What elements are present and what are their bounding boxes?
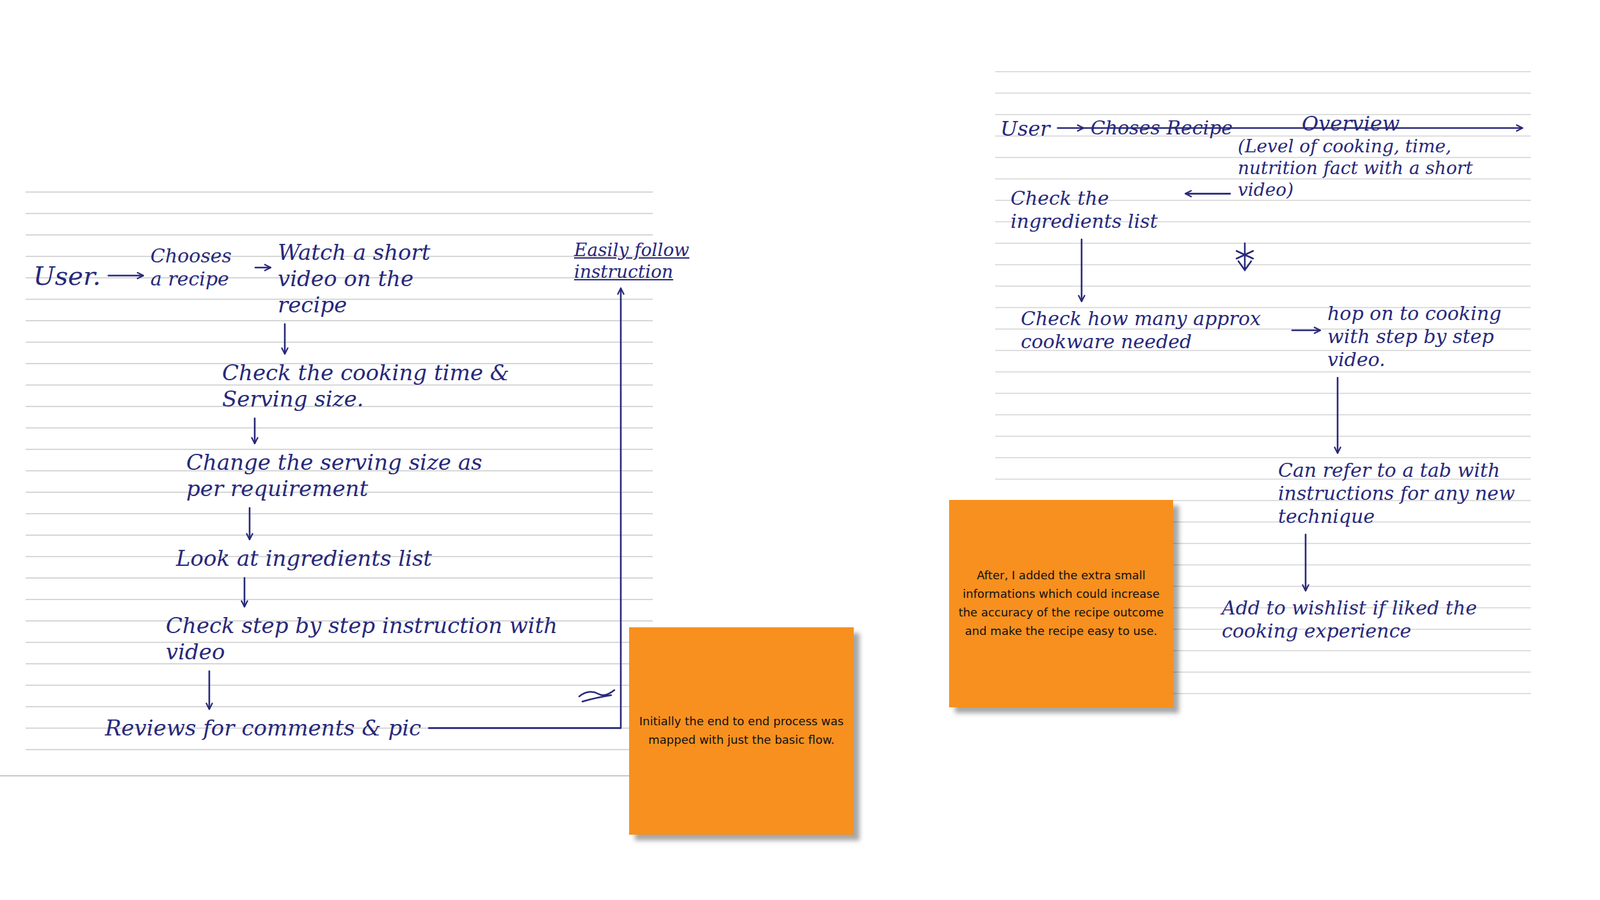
step-text: Overview [1237, 111, 1515, 136]
flow-arrow [243, 577, 246, 607]
note-text: Initially the end to end process was map… [638, 712, 845, 750]
ruled-line [995, 71, 1531, 73]
ruled-line [25, 705, 653, 708]
step-text: Check the ingredients list [1010, 186, 1179, 233]
flow-arrow [1080, 239, 1083, 301]
handwritten-step: Chooses a recipe [147, 243, 251, 292]
handwritten-step: Check the cooking time & Serving size. [219, 358, 514, 414]
ruled-line [995, 242, 1531, 244]
handwritten-step: Watch a short video on the recipe [275, 238, 468, 319]
page-edge [0, 775, 640, 777]
handwritten-step: User [997, 115, 1053, 143]
ruled-line [25, 663, 653, 665]
step-text: Reviews for comments & pic [104, 714, 422, 742]
step-text: Check the cooking time & Serving size. [222, 359, 512, 413]
step-text: Change the serving size as per requireme… [186, 449, 502, 502]
handwritten-step: Check how many approx cookware needed [1018, 305, 1288, 355]
step-text: Check step by step instruction with vide… [165, 612, 571, 665]
ruled-line [995, 285, 1531, 287]
ruled-line [25, 191, 653, 193]
handwritten-step: Check step by step instruction with vide… [163, 611, 573, 667]
ruled-line [995, 92, 1531, 95]
flow-arrow [1057, 127, 1083, 130]
flow-arrow [1304, 534, 1307, 591]
ruled-line [25, 577, 653, 579]
handwritten-step: Add to wishlist if liked the cooking exp… [1219, 595, 1527, 644]
ruled-line [25, 534, 653, 536]
step-text: Choses Recipe [1090, 116, 1233, 140]
ruled-line [25, 320, 653, 322]
step-text: Check how many approx cookware needed [1020, 307, 1285, 354]
note-body: After, I added the extra small informati… [958, 566, 1165, 640]
flow-arrow [108, 274, 143, 277]
flow-arrow [248, 508, 251, 539]
step-text: Add to wishlist if liked the cooking exp… [1221, 596, 1524, 643]
flow-arrow [255, 266, 271, 269]
flow-arrow [208, 671, 211, 709]
step-text: Watch a short video on the recipe [277, 239, 465, 318]
flow-arrow [1185, 192, 1231, 195]
ruled-line [25, 234, 653, 236]
ruled-line [995, 264, 1531, 266]
handwritten-step: Easily follow instruction [571, 238, 694, 284]
note-text: After, I added the extra small informati… [958, 566, 1165, 640]
step-text: User. [33, 260, 101, 292]
handwritten-step: hop on to cooking with step by step vide… [1324, 300, 1530, 373]
step-text: Can refer to a tab with instructions for… [1278, 458, 1523, 528]
ruled-line [25, 641, 653, 644]
step-text: Chooses a recipe [150, 244, 248, 291]
flow-arrow [254, 418, 256, 443]
ruled-line [995, 456, 1531, 459]
handwritten-step: Choses Recipe [1088, 115, 1236, 141]
handwritten-step: Reviews for comments & pic [102, 713, 424, 743]
handwritten-step: Can refer to a tab with instructions for… [1275, 457, 1526, 530]
ruled-line [25, 213, 653, 215]
step-text: User [1000, 116, 1051, 141]
step-text: Easily follow instruction [574, 239, 691, 283]
step-text: Look at ingredients list [176, 545, 432, 572]
flow-arrow [1336, 377, 1339, 453]
ruled-line [25, 599, 653, 601]
handwritten-step: Change the serving size as per requireme… [183, 448, 504, 504]
ruled-line [25, 684, 653, 687]
step-text: (Level of cooking, time, nutrition fact … [1237, 135, 1515, 201]
ruled-line [25, 427, 653, 429]
sticky-note: Initially the end to end process was map… [629, 627, 854, 835]
ruled-line [995, 435, 1531, 438]
ruled-line [995, 414, 1531, 416]
ruled-line [25, 513, 653, 515]
flow-arrow [284, 323, 287, 354]
step-text: hop on to cooking with step by step vide… [1327, 302, 1528, 372]
ruled-line [995, 392, 1531, 395]
flow-arrow [1292, 329, 1320, 332]
ruled-line [25, 748, 653, 751]
handwritten-step: User. [30, 259, 104, 293]
ruled-line [995, 371, 1531, 373]
sticky-note: After, I added the extra small informati… [949, 499, 1174, 708]
note-body: Initially the end to end process was map… [638, 712, 845, 750]
ruled-line [995, 113, 1531, 116]
flow-arrow [428, 288, 621, 728]
handwritten-step: Check the ingredients list [1008, 185, 1181, 235]
handwritten-step: Overview(Level of cooking, time, nutriti… [1235, 110, 1517, 202]
handwritten-step: Look at ingredients list [173, 544, 435, 573]
ruled-line [25, 341, 653, 344]
